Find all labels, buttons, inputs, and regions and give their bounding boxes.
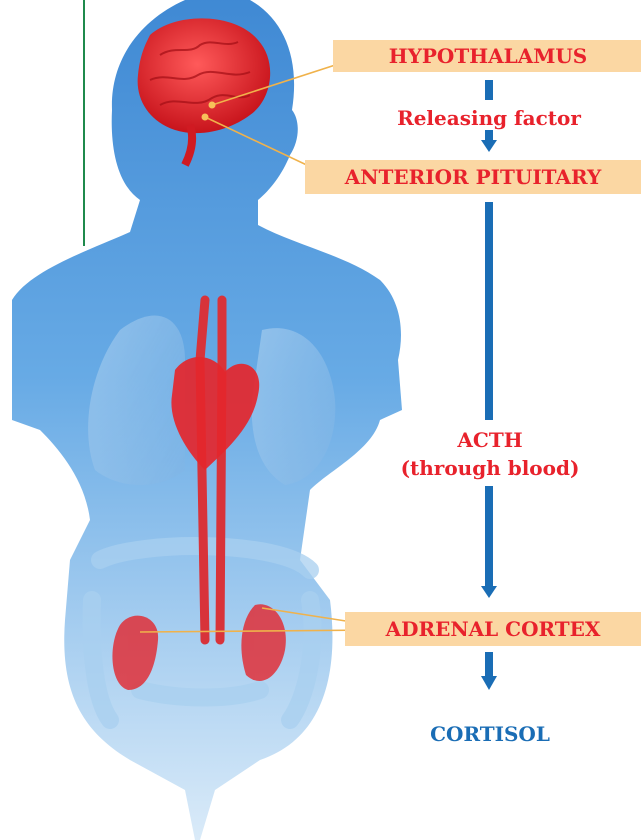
pituitary-point <box>202 114 209 121</box>
adrenal-cortex-label: ADRENAL CORTEX <box>345 612 641 646</box>
hypothalamus-point <box>209 102 216 109</box>
anterior-pituitary-label: ANTERIOR PITUITARY <box>305 160 641 194</box>
releasing-factor-label: Releasing factor <box>360 106 618 130</box>
cortisol-label: CORTISOL <box>380 722 600 746</box>
through-blood-label: (through blood) <box>380 456 600 480</box>
hypothalamus-label: HYPOTHALAMUS <box>333 40 641 72</box>
acth-label: ACTH <box>380 428 600 452</box>
